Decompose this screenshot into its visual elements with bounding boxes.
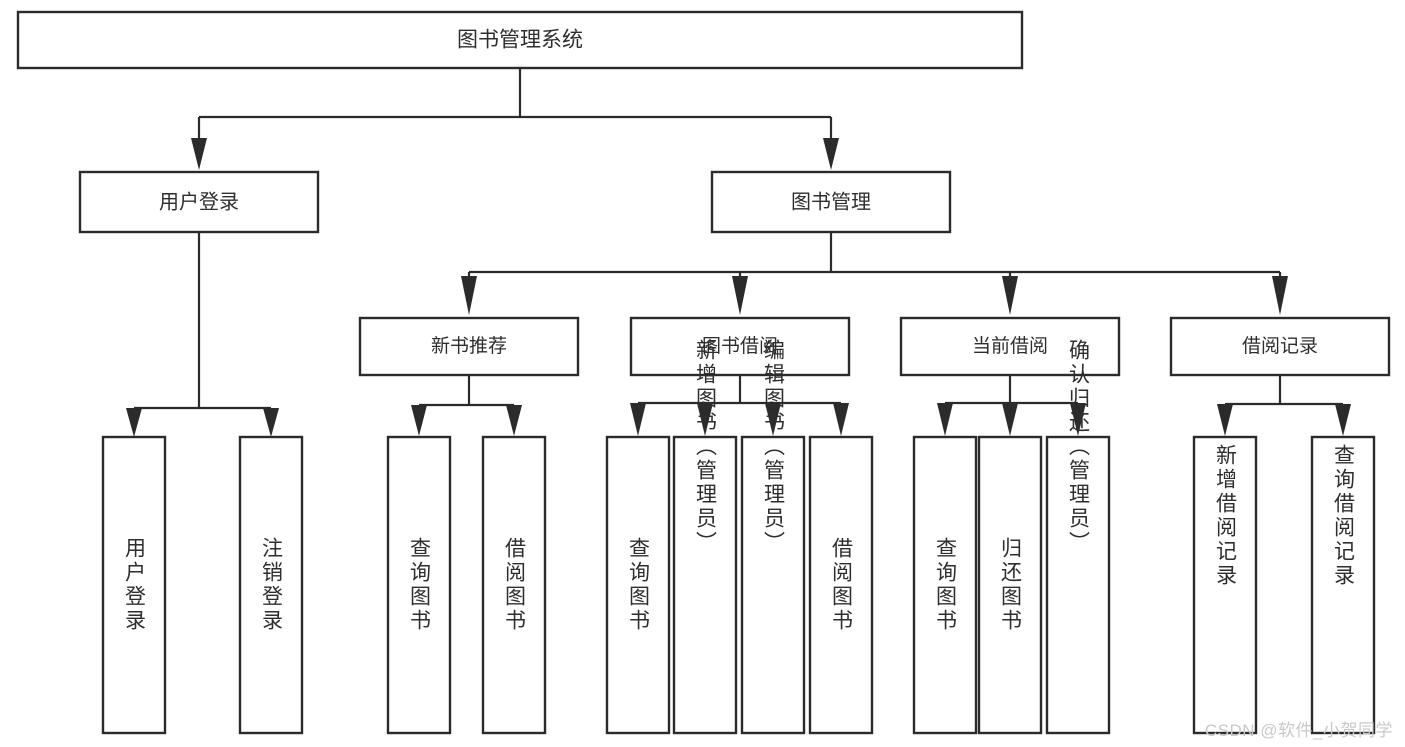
leaf-current-borrow-2-label: 确认归还（管理员） — [1067, 339, 1091, 555]
leaf-borrow-record-0[interactable]: 新增借阅记录 — [1192, 435, 1258, 735]
node-book-manage-box — [710, 170, 952, 234]
arrow-head-cb-leaf-0 — [937, 403, 953, 436]
leaf-new-book-recommend-1-box — [481, 435, 547, 735]
leaf-user-login-1[interactable]: 注销登录 — [238, 435, 304, 735]
leaf-book-borrow-0-box — [605, 435, 671, 735]
leaf-current-borrow-1[interactable]: 归还图书 — [977, 435, 1043, 735]
node-new-book-recommend-label: 新书推荐 — [431, 335, 507, 357]
leaf-book-borrow-3-box — [808, 435, 874, 735]
node-root-system[interactable]: 图书管理系统 — [16, 10, 1024, 70]
leaf-new-book-recommend-1[interactable]: 借阅图书 — [481, 435, 547, 735]
node-root-system-box — [16, 10, 1024, 70]
leaf-book-borrow-0-label: 查询图书 — [627, 537, 651, 633]
arrow-head-cb-leaf-1 — [1002, 403, 1018, 436]
leaf-book-borrow-0[interactable]: 查询图书 — [605, 435, 671, 735]
arrow-head-book-manage — [823, 138, 839, 170]
arrow-head-bb-leaf-2 — [765, 403, 781, 436]
leaf-book-borrow-2-label: 编辑图书（管理员） — [762, 339, 786, 555]
leaf-book-borrow-2-box — [740, 435, 806, 735]
leaf-book-borrow-3-label: 借阅图书 — [830, 537, 854, 633]
connector-group-borrow-record — [1217, 375, 1351, 436]
leaf-user-login-0-label: 用户登录 — [123, 537, 147, 633]
leaf-borrow-record-0-box — [1192, 435, 1258, 735]
leaf-new-book-recommend-0-label: 查询图书 — [408, 537, 432, 633]
leaf-current-borrow-0[interactable]: 查询图书 — [912, 435, 978, 735]
node-borrow-record-label: 借阅记录 — [1242, 335, 1318, 357]
leaf-new-book-recommend-1-label: 借阅图书 — [503, 537, 527, 633]
leaf-current-borrow-2[interactable]: 确认归还（管理员） — [1045, 339, 1111, 735]
leaf-new-book-recommend-0[interactable]: 查询图书 — [386, 435, 452, 735]
connector-group-book-borrow — [630, 375, 849, 436]
node-current-borrow-label: 当前借阅 — [972, 335, 1048, 357]
connector-group-root — [191, 68, 839, 170]
node-current-borrow-box — [899, 316, 1121, 377]
leaf-current-borrow-1-box — [977, 435, 1043, 735]
leaf-borrow-record-1-box — [1310, 435, 1376, 735]
node-user-login[interactable]: 用户登录 — [78, 170, 320, 234]
arrow-head-br-leaf-0 — [1217, 404, 1233, 436]
node-borrow-record[interactable]: 借阅记录 — [1169, 316, 1391, 377]
node-new-book-recommend-box — [358, 316, 580, 377]
leaf-current-borrow-1-label: 归还图书 — [999, 537, 1023, 633]
arrow-head-bb-leaf-0 — [630, 403, 646, 436]
connector-group-book-manage — [461, 232, 1288, 315]
arrow-head-user-login-leaf-0 — [126, 408, 142, 437]
arrow-head-user-login — [191, 138, 207, 170]
leaf-current-borrow-0-label: 查询图书 — [934, 537, 958, 633]
leaf-borrow-record-0-label: 新增借阅记录 — [1214, 444, 1238, 588]
arrow-head-current-borrow — [1002, 276, 1018, 315]
arrow-head-nbr-leaf-0 — [411, 405, 427, 436]
node-book-borrow[interactable]: 图书借阅 — [629, 316, 851, 377]
arrow-head-book-borrow — [732, 276, 748, 315]
arrow-head-user-login-leaf-1 — [263, 408, 279, 437]
node-borrow-record-box — [1169, 316, 1391, 377]
leaf-current-borrow-2-box — [1045, 435, 1111, 735]
arrow-head-bb-leaf-1 — [697, 403, 713, 436]
arrow-head-cb-leaf-2 — [1070, 403, 1086, 436]
leaf-user-login-0-box — [101, 435, 167, 735]
node-book-borrow-label: 图书借阅 — [702, 335, 778, 357]
connector-group-current-borrow — [937, 375, 1086, 436]
leaf-book-borrow-1-label: 新增图书（管理员） — [694, 339, 718, 555]
leaf-borrow-record-1[interactable]: 查询借阅记录 — [1310, 435, 1376, 735]
leaf-user-login-1-label: 注销登录 — [260, 537, 284, 633]
leaf-book-borrow-1-box — [672, 435, 738, 735]
node-root-system-label: 图书管理系统 — [457, 29, 583, 52]
leaf-book-borrow-2[interactable]: 编辑图书（管理员） — [740, 339, 806, 735]
arrow-head-nbr-leaf-1 — [506, 405, 522, 436]
node-book-manage[interactable]: 图书管理 — [710, 170, 952, 234]
node-book-borrow-box — [629, 316, 851, 377]
leaf-user-login-0[interactable]: 用户登录 — [101, 435, 167, 735]
leaf-current-borrow-0-box — [912, 435, 978, 735]
node-current-borrow[interactable]: 当前借阅 — [899, 316, 1121, 377]
arrow-head-br-leaf-1 — [1335, 404, 1351, 436]
leaf-book-borrow-1[interactable]: 新增图书（管理员） — [672, 339, 738, 735]
leaf-new-book-recommend-0-box — [386, 435, 452, 735]
leaf-user-login-1-box — [238, 435, 304, 735]
node-new-book-recommend[interactable]: 新书推荐 — [358, 316, 580, 377]
node-user-login-label: 用户登录 — [159, 190, 239, 213]
connector-group-user-login — [126, 232, 279, 437]
node-book-manage-label: 图书管理 — [791, 190, 871, 213]
node-user-login-box — [78, 170, 320, 234]
leaf-book-borrow-3[interactable]: 借阅图书 — [808, 435, 874, 735]
arrow-head-new-book-recommend — [461, 276, 477, 315]
arrow-head-bb-leaf-3 — [833, 403, 849, 436]
connector-group-new-book-recommend — [411, 375, 522, 436]
arrow-head-borrow-record — [1272, 276, 1288, 315]
leaf-borrow-record-1-label: 查询借阅记录 — [1332, 444, 1356, 588]
